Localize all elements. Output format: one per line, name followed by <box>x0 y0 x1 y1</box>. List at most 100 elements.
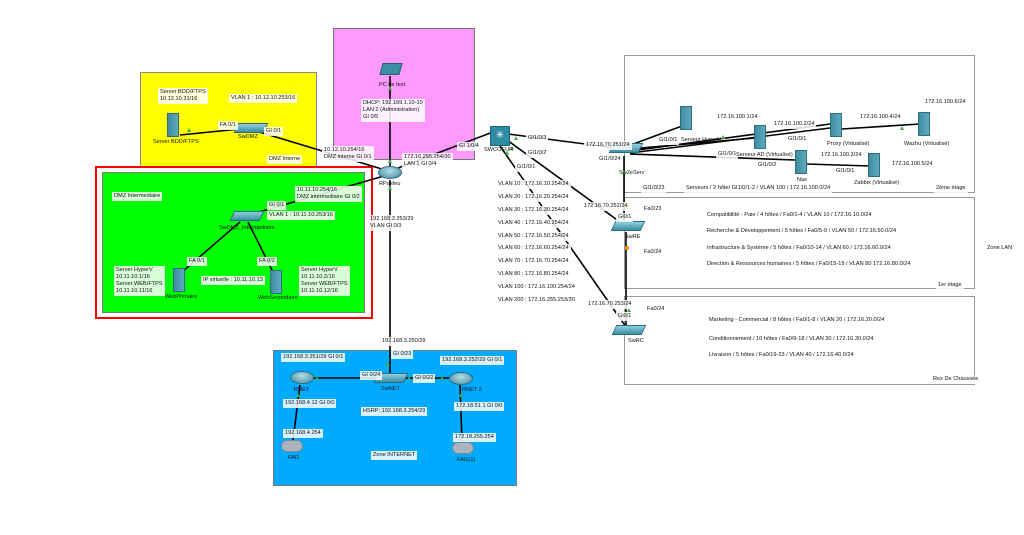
swcoeur-name: SWCOEUR <box>484 147 514 153</box>
swnet-port-gi023: GI 0/23 <box>391 350 414 359</box>
vlan-item: VLAN 70 : 172.16.70.254/24 <box>496 257 571 266</box>
port-up-indicator <box>315 376 319 380</box>
port-up-indicator <box>900 126 904 130</box>
link-nas-zabbix <box>805 163 871 167</box>
ad-name: Serveur AD (Virtualisé) <box>736 152 793 158</box>
virtual-ip: IP virtuelle : 10.11.10.13 <box>201 276 265 285</box>
internet-zone-label: Zone INTERNET <box>371 451 418 460</box>
port-up-indicator <box>514 136 518 140</box>
ad-port-b: GI1/0/1 <box>716 150 739 159</box>
vlan-item: VLAN 50 : 172.16.50.254/24 <box>496 232 571 241</box>
port-up-indicator <box>407 376 411 380</box>
department-item: Recherche & Développement / 5 hôtes / Fa… <box>705 227 899 236</box>
server-webprimaire-icon[interactable] <box>173 268 185 292</box>
hyperv-name: Serveur HyperV <box>681 137 721 143</box>
swre-port-fa023: Fa0/23 <box>642 205 664 214</box>
router-rpasfeu-icon[interactable] <box>378 166 402 179</box>
swrc-uplink-ip: 172.16.70.253/24 <box>586 300 634 309</box>
pc-test-name: PC de test <box>379 82 406 88</box>
port-gi01-inter: GI 0/1 <box>267 201 287 210</box>
swdmz-intermediaire-name: SwDMZ_Intermediaire <box>219 225 275 231</box>
zabbix-name: Zabbix (Virtualisé) <box>854 180 899 186</box>
swre-port-fa024: Fa0/24 <box>642 248 664 257</box>
server-proxy-icon[interactable] <box>830 113 842 137</box>
router-dmz-interne-if: 10.12.10.254/16 DMZ interne GI 0/1 <box>322 146 374 162</box>
nas-name: Nas <box>797 177 807 183</box>
swnet-uplink-ip: 192.168.3.250/29 <box>380 337 428 346</box>
wazhu-name: Wazhu (Virtualisé) <box>904 141 950 147</box>
rnet2-wan-if: 172.18.51.1 GI 0/0 <box>454 402 505 411</box>
switch-swre-icon[interactable] <box>610 221 646 231</box>
department-item: Marketing - Commercial / 8 hôtes / Fa0/1… <box>707 316 887 325</box>
router-rnet-icon[interactable] <box>290 371 314 384</box>
port-up-indicator <box>187 128 191 132</box>
server-bdd-icon[interactable] <box>167 113 179 137</box>
vlan-item: VLAN 30 : 172.16.30.254/24 <box>496 206 571 215</box>
rnet2-lan-if: 192.168.3.252/29 GI 0/1 <box>440 356 505 365</box>
router-lan1-if: 172.16.255.254/30 LAN 1 GI 0/4 <box>402 153 453 169</box>
ground-floor-label: Rez De Chaussée <box>931 375 981 384</box>
vlan-item: VLAN 80 : 172.16.80.254/24 <box>496 270 571 279</box>
vlan-item: VLAN 20 : 172.16.20.254/24 <box>496 193 571 202</box>
server-hyperv-icon[interactable] <box>680 106 692 130</box>
link-sw2eserv-nas <box>629 153 796 161</box>
port-pending-indicator <box>625 246 629 250</box>
port-gi101: GI1/0/1 <box>515 163 538 172</box>
cloud-fai1-icon[interactable] <box>281 440 303 452</box>
link-swdmz-router <box>255 130 386 171</box>
cloud-fai2-icon[interactable] <box>452 442 474 454</box>
fai2-name: FAI1(1) <box>457 457 476 463</box>
switch-swrc-icon[interactable] <box>611 325 647 335</box>
swnet-port-gi022: GI 0/22 <box>413 374 436 383</box>
rnet-name: RNET <box>294 387 310 393</box>
bdd-server-info: Server BDD/FTPS 10.12.10.31/16 <box>158 88 208 104</box>
swrc-port-fa024: Fa0/24 <box>645 305 667 314</box>
swdmz-name: SwDMZ <box>238 134 258 140</box>
link-proxy-wazhu <box>841 123 921 130</box>
server-zabbix-icon[interactable] <box>868 153 880 177</box>
floor1-label: 1er étage <box>936 281 964 290</box>
swnet-name: SwNET <box>381 386 400 392</box>
port-up-indicator <box>388 86 392 90</box>
switch-swcoeur-icon[interactable]: ✳ <box>490 126 510 146</box>
server-wazhu-icon[interactable] <box>918 112 930 136</box>
switch-swdmz-intermediaire-icon[interactable] <box>229 211 265 221</box>
proxy-name: Proxy (Virtualisé) <box>827 141 870 147</box>
link-sw2eserv-proxy-b <box>629 127 831 154</box>
swrc-port-gi01: Gi0/1 <box>616 312 634 321</box>
port-up-indicator <box>505 151 509 155</box>
vlan-item: VLAN 200 : 172.16.255.253/30 <box>496 296 577 305</box>
port-up-indicator <box>388 186 392 190</box>
pc-dhcp-info: DHCP: 192.169.1.10-10 LAN 2 (Administrat… <box>361 99 425 122</box>
sw2eserv-uplink-ip: 172.16.70.251/24 <box>584 141 632 150</box>
vlan-item: VLAN 60 : 172.16.60.254/24 <box>496 244 571 253</box>
port-up-indicator <box>386 362 390 366</box>
port-gi1023: GI1/0/23 <box>641 184 667 193</box>
port-up-indicator <box>721 135 725 139</box>
websecondaire-info: Server HyperV 10.11.10.2/16 Server WEB/F… <box>299 266 350 296</box>
swre-uplink-ip: 172.16.70.252/24 <box>582 202 630 211</box>
server-ad-icon[interactable] <box>754 125 766 149</box>
servers-caption: Serveurs / 2 hôte/ GI1/0/1-2 / VLAN 100 … <box>684 184 833 193</box>
rnet-wan-if: 192.168.4.12 GI 0/0 <box>283 399 337 408</box>
dmz-intermediaire-zone-label: DMZ Intermediaire <box>112 192 163 201</box>
swrc-name: SwRC <box>628 338 644 344</box>
server-nas-icon[interactable] <box>795 150 807 174</box>
vlan-item: VLAN 10 : 172.16.10.254/24 <box>496 180 571 189</box>
port-up-indicator <box>296 393 300 397</box>
ip-100-5: 172.16.100.5/24 <box>890 160 935 169</box>
laptop-pc-test-icon[interactable] <box>379 63 403 75</box>
rnet-lan-if: 192.168.3.251/29 GI 0/1 <box>281 353 346 362</box>
router-rnet2-icon[interactable] <box>449 372 473 385</box>
zone-administration <box>333 28 475 160</box>
swnet-port-gi024: GI 0/24 <box>360 371 383 380</box>
department-item: Infrastructure & Système / 5 hôtes / Fa0… <box>705 244 893 253</box>
vlan-item: VLAN 100 : 172.16.100.254/24 <box>496 283 577 292</box>
hsrp-info: HSRP: 192.168.3.254/29 <box>361 407 428 416</box>
link-sw2eserv-hyperv <box>627 125 683 147</box>
port-fa01: FA 0/1 <box>218 121 238 130</box>
ad-port-a: GI1/0/1 <box>786 135 809 144</box>
server-websecondaire-icon[interactable] <box>270 270 282 294</box>
department-item: Compatibilité - Paie / 4 hôtes / Fa0/1-4… <box>705 211 874 220</box>
